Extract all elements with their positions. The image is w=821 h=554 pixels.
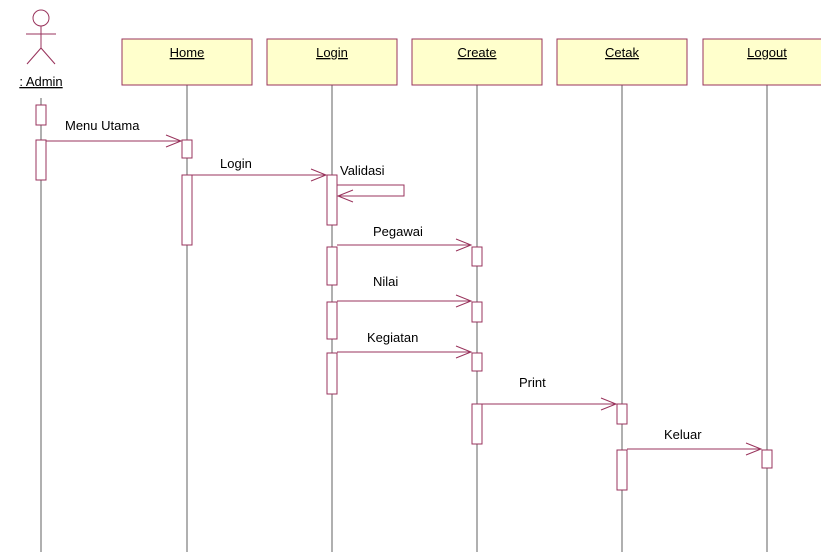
object-label: Login [316,45,348,60]
arrowhead [455,238,473,252]
actor-leg-left [26,47,42,65]
activation-cetak [616,403,628,425]
actor-leg-right [40,47,56,65]
message-label-kegiatan: Kegiatan [367,330,418,345]
activation-create [471,352,483,372]
object-logout: Logout [702,38,821,86]
activation-admin [35,139,47,181]
message-label-menu-utama: Menu Utama [65,118,140,133]
activation-home [181,139,193,159]
object-label: Logout [747,45,787,60]
message-labels: Menu Utama Login Validasi Pegawai Nilai … [65,118,702,442]
arrowhead [455,345,473,359]
activation-cetak [616,449,628,491]
object-box [411,38,543,86]
message-label-pegawai: Pegawai [373,224,423,239]
object-box [702,38,821,86]
activation-login [326,301,338,340]
object-box [556,38,688,86]
object-box [121,38,253,86]
activation-create [471,403,483,445]
object-label: Create [457,45,496,60]
activation-login [326,352,338,395]
actor-label: : Admin [19,74,62,89]
message-label-login: Login [220,156,252,171]
activation-login [326,174,338,226]
lifelines [40,85,768,552]
object-cetak: Cetak [556,38,688,86]
arrowhead [745,442,763,456]
activation-login [326,246,338,286]
messages [46,134,763,456]
arrowhead [165,134,183,148]
object-label: Home [170,45,205,60]
arrowhead [455,294,473,308]
actor-head [32,9,50,27]
actor-admin: : Admin [19,9,63,89]
activation-logout [761,449,773,469]
arrowhead [336,189,354,203]
object-home: Home [121,38,253,86]
activation-home [181,174,193,246]
object-box [266,38,398,86]
object-login: Login [266,38,398,86]
arrowhead [600,397,618,411]
object-label: Cetak [605,45,639,60]
message-label-print: Print [519,375,546,390]
activation-create [471,246,483,267]
message-arrow-validasi [337,184,405,197]
activations [35,104,773,491]
arrowhead [310,168,328,182]
message-label-nilai: Nilai [373,274,398,289]
message-label-keluar: Keluar [664,427,702,442]
message-label-validasi: Validasi [340,163,385,178]
activation-admin [35,104,47,126]
activation-create [471,301,483,323]
object-create: Create [411,38,543,86]
